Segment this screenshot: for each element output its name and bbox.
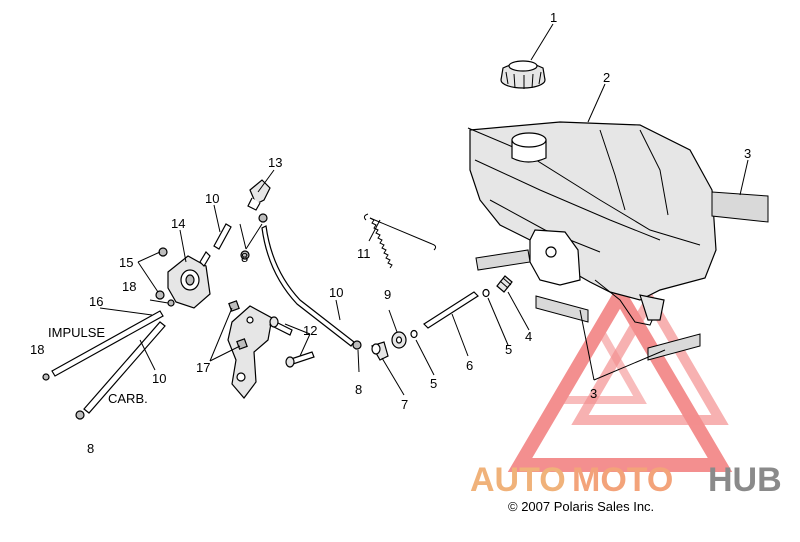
nuts-15 (155, 247, 168, 300)
callout-6: 6 (466, 358, 473, 373)
hose-fitting (496, 275, 513, 293)
copyright-text: © 2007 Polaris Sales Inc. (508, 499, 654, 514)
watermark-part-3: HUB (708, 461, 782, 499)
clamp-small (410, 288, 490, 339)
fuel-pump (167, 251, 211, 309)
callout-8-mid: 8 (355, 382, 362, 397)
elbow-fitting (371, 341, 389, 361)
callout-numbers: 1 2 3 3 4 5 5 6 7 8 8 8 9 10 10 10 11 12… (30, 10, 751, 456)
callout-15: 15 (119, 255, 133, 270)
callout-10-mid: 10 (329, 285, 343, 300)
callout-4: 4 (525, 329, 532, 344)
hose-clamps (75, 213, 362, 420)
leader-lines (99, 23, 749, 396)
tank-pads (475, 191, 769, 361)
callout-18-left: 18 (30, 342, 44, 357)
watermark-part-2: MOTO (572, 461, 673, 499)
washer (391, 331, 407, 349)
tension-spring (363, 213, 437, 269)
callout-8-top: 8 (241, 250, 248, 265)
impulse-label: IMPULSE (48, 325, 105, 340)
carb-label: CARB. (108, 391, 148, 406)
callout-13: 13 (268, 155, 282, 170)
callout-5-left: 5 (430, 376, 437, 391)
callout-17: 17 (196, 360, 210, 375)
callout-2: 2 (603, 70, 610, 85)
callout-10-top: 10 (205, 191, 219, 206)
fuel-cap (500, 60, 546, 89)
callout-1: 1 (550, 10, 557, 25)
mounting-bracket (227, 305, 273, 399)
callout-11: 11 (357, 246, 371, 261)
callout-16: 16 (89, 294, 103, 309)
callout-12: 12 (303, 323, 317, 338)
callout-10-bottom: 10 (152, 371, 166, 386)
callout-3-top: 3 (744, 146, 751, 161)
callout-18-top: 18 (122, 279, 136, 294)
hose-lines (83, 223, 355, 414)
callout-5-right: 5 (505, 342, 512, 357)
fuel-tank (467, 121, 717, 326)
watermark-logo-triangles (507, 281, 733, 472)
callout-9: 9 (384, 287, 391, 302)
callout-8-bottom: 8 (87, 441, 94, 456)
impulse-line (51, 310, 164, 377)
vent-valve (247, 179, 271, 211)
callout-3-bottom: 3 (590, 386, 597, 401)
fuel-line (423, 291, 479, 329)
callout-14: 14 (171, 216, 185, 231)
bolts (269, 316, 315, 368)
watermark-brand: AUTO MOTO HUB (470, 461, 782, 499)
callout-7: 7 (401, 397, 408, 412)
clamps-18 (42, 299, 175, 381)
watermark-part-1: AUTO (470, 461, 566, 499)
